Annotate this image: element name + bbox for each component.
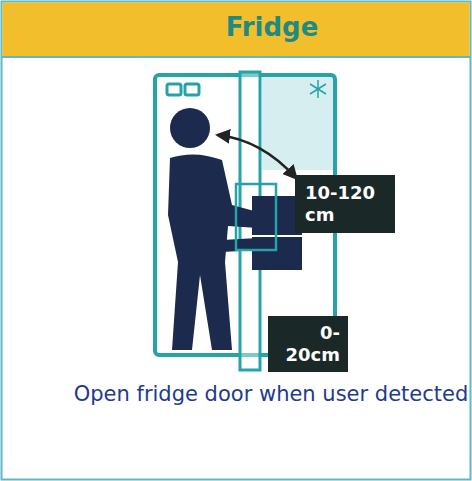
snowflake xyxy=(310,80,326,98)
distance-arrow xyxy=(218,135,296,178)
dimension-tag: 10-120 cm xyxy=(295,175,395,233)
dimension-tag: 0- 20cm xyxy=(268,316,348,372)
dimension-text: 0- 20cm xyxy=(276,322,340,366)
person xyxy=(168,108,258,350)
caption: Open fridge door when user detected xyxy=(66,382,472,407)
header-rule xyxy=(2,56,470,58)
fridge-button xyxy=(185,84,199,95)
fridge-button xyxy=(167,84,181,95)
sensor-zone xyxy=(236,184,276,250)
dimension-text: 10-120 cm xyxy=(305,182,385,226)
card-title: Fridge xyxy=(72,12,472,42)
